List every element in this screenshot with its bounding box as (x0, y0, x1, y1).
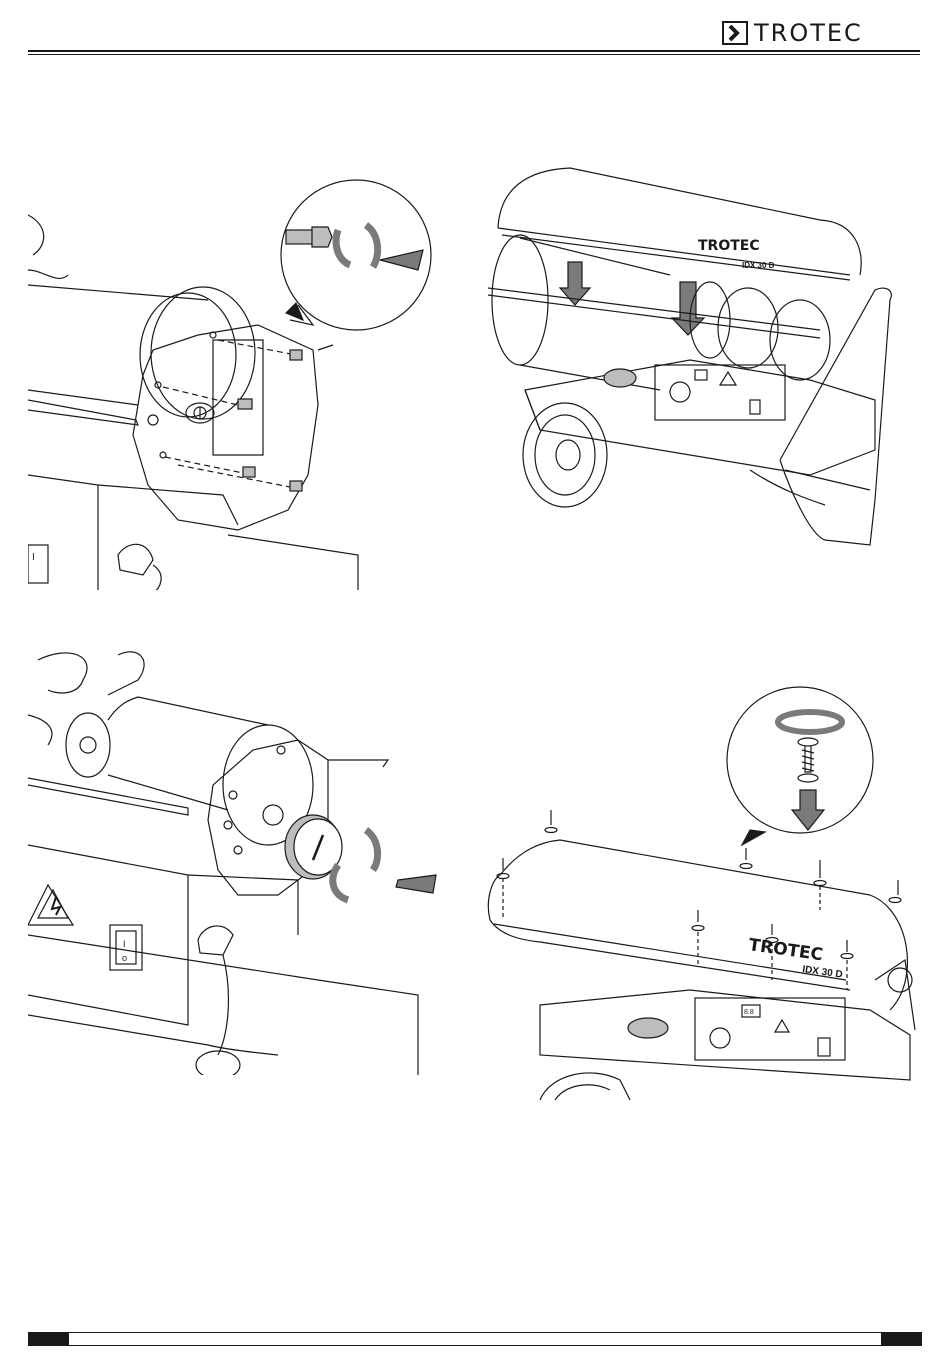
casing-model-label-2: IDX 30 D (802, 964, 844, 981)
logo-chevron-icon (722, 21, 748, 45)
logo-wordmark: TROTEC (754, 19, 863, 47)
trotec-logo: TROTEC (722, 19, 922, 47)
display-value-label: 8.8 (744, 1009, 754, 1016)
page-footer (28, 1332, 922, 1346)
header-rule-thin (28, 54, 920, 55)
page-header: TROTEC (0, 0, 950, 60)
figure-motor-mount: I (28, 175, 448, 590)
casing-model-label: IDX 30 D (742, 261, 775, 270)
casing-brand-label: TROTEC (698, 238, 760, 254)
switch-off-label-2: o (122, 953, 127, 963)
figure-casing-screws: TROTEC IDX 30 D 8.8 (480, 680, 920, 1100)
switch-on-label: I (32, 552, 35, 563)
footer-bar-middle (68, 1332, 882, 1346)
header-rule (28, 50, 920, 52)
footer-bar-right (882, 1332, 922, 1346)
figure-casing-lowering: TROTEC IDX 30 D (480, 160, 910, 555)
switch-on-label-2: I (123, 939, 126, 949)
footer-bar-left (28, 1332, 68, 1346)
casing-brand-label-2: TROTEC (747, 935, 824, 965)
figure-pressure-gauge: I o (28, 635, 448, 1075)
